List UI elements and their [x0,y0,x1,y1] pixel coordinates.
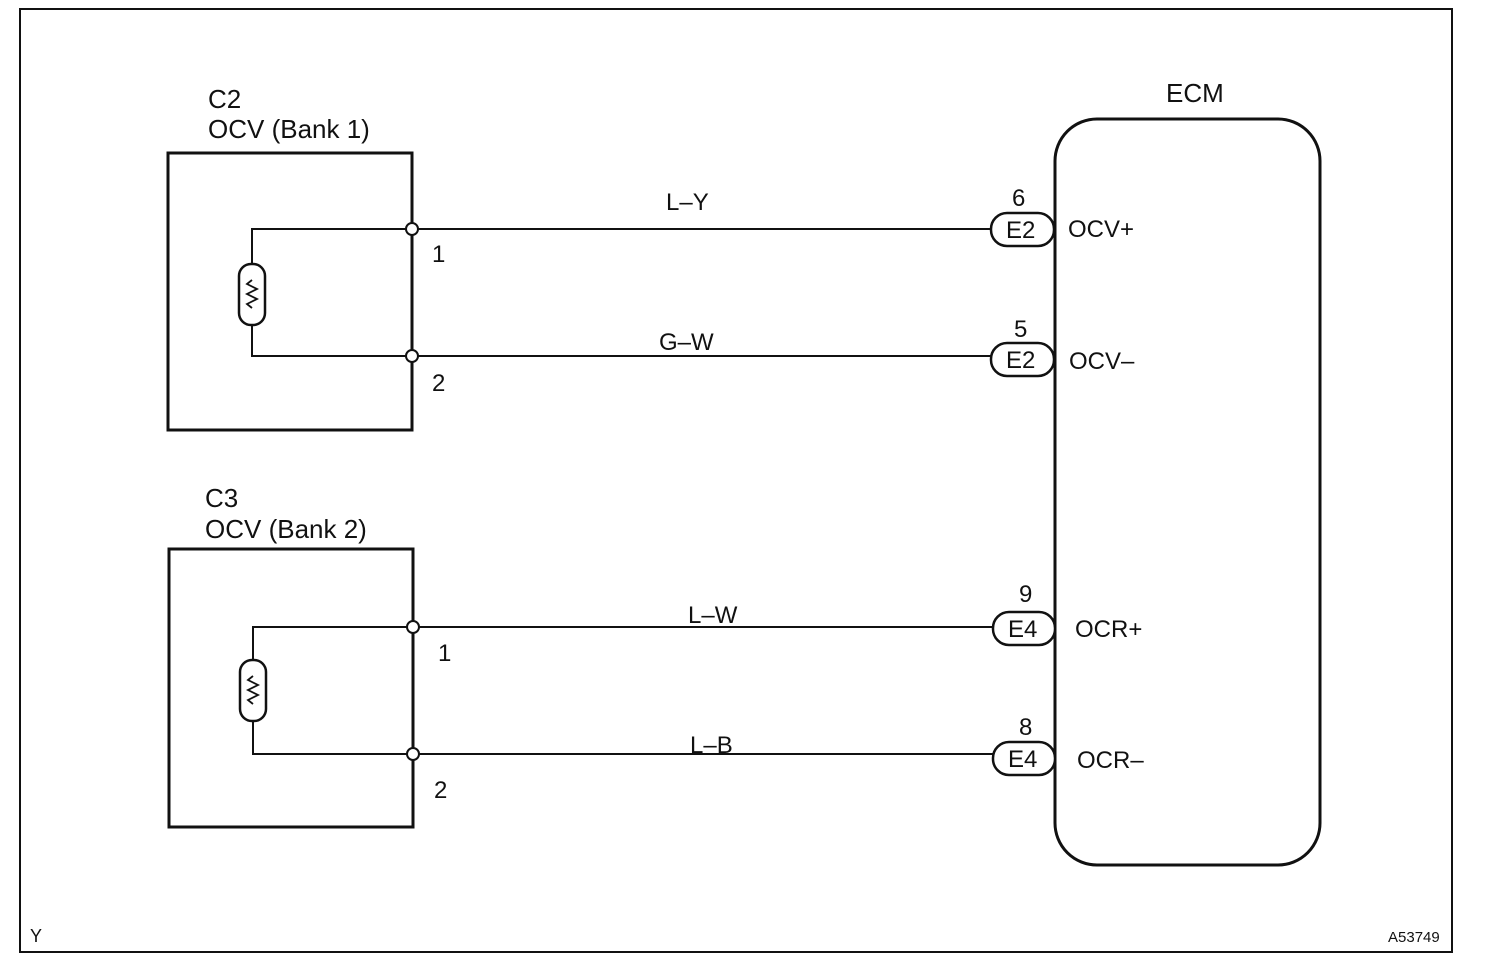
ecm-pin-number: 6 [1012,185,1025,212]
c3-connector-label: C3 [205,483,238,513]
c2-device-box [166,151,414,432]
c2-coil-icon [237,228,412,357]
c3-device-name: OCV (Bank 2) [205,514,367,544]
ecm-connector-pill [991,610,1057,647]
c2-pin2-label: 2 [432,370,445,397]
ecm-label: ECM [1166,78,1224,108]
c3-pin2-terminal [406,747,420,761]
footer-code: Y [30,926,42,946]
ecm-connector-pill [991,740,1057,777]
diagram-frame [19,8,1453,953]
c3-pin1-label: 1 [438,640,451,667]
ecm-connector-label: E4 [1008,746,1037,773]
ecm-pin-number: 9 [1019,581,1032,608]
c2-pin1-terminal [405,222,419,236]
ecm-connector-pill [989,211,1056,248]
c2-pin1-label: 1 [432,241,445,268]
ecm-connector-label: E2 [1006,217,1035,244]
c2-device-name: OCV (Bank 1) [208,114,370,144]
c3-pin2-label: 2 [434,777,447,804]
ecm-terminal-name: OCV+ [1068,216,1134,243]
c2-pin2-terminal [405,349,419,363]
ecm-terminal-name: OCV– [1069,348,1135,375]
ecm-terminal-name: OCR+ [1075,616,1142,643]
ecm-connector-label: E4 [1008,616,1037,643]
ecm-terminal-name: OCR– [1077,747,1144,774]
c3-device-box [167,547,415,829]
ecm-connector-pill [989,341,1056,378]
ecm-pin-number: 8 [1019,714,1032,741]
figure-id: A53749 [1388,929,1440,946]
ecm-box [1053,117,1322,867]
wire-color-label: G–W [659,329,714,356]
c3-pin1-terminal [406,620,420,634]
ecm-pin-number: 5 [1014,316,1027,343]
ecm-connector-label: E2 [1006,347,1035,374]
wire-color-label: L–B [690,732,733,759]
c3-coil-icon [238,626,413,755]
wire-color-label: L–W [688,602,738,629]
wire-color-label: L–Y [666,189,709,216]
c2-connector-label: C2 [208,84,241,114]
